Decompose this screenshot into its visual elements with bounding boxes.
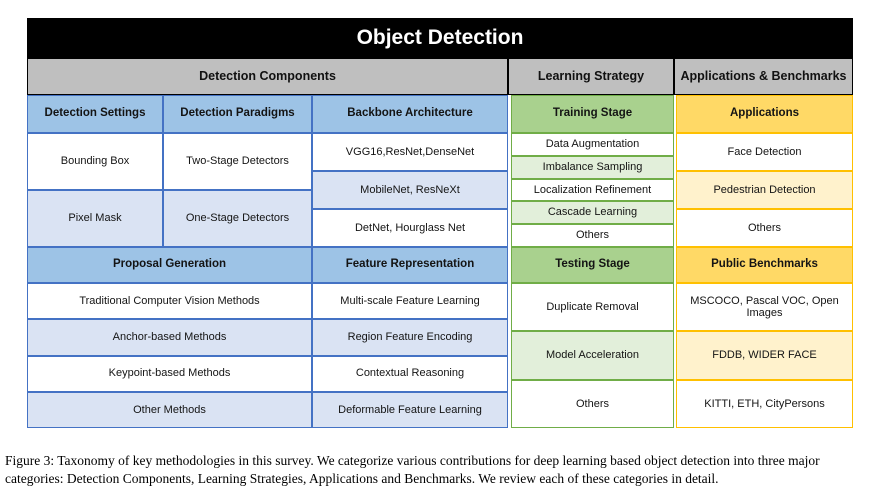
cell-two-stage-detectors: Two-Stage Detectors — [163, 133, 312, 190]
cell-contextual-reasoning: Contextual Reasoning — [312, 355, 508, 392]
header-backbone-architecture: Backbone Architecture — [312, 95, 508, 133]
group-header-detection-components: Detection Components — [27, 58, 508, 95]
cell-detnet-hourglass-net: DetNet, Hourglass Net — [312, 209, 508, 247]
figure-title: Object Detection — [356, 26, 524, 49]
cell-vgg16-resnet-densenet: VGG16,ResNet,DenseNet — [312, 133, 508, 171]
header-proposal-generation: Proposal Generation — [27, 247, 312, 283]
feature-representation-cells: Multi-scale Feature Learning Region Feat… — [312, 283, 508, 428]
cell-region-feature-encoding: Region Feature Encoding — [312, 319, 508, 356]
public-benchmarks-cells: MSCOCO, Pascal VOC, Open Images FDDB, WI… — [676, 283, 853, 428]
cell-anchor-based-methods: Anchor-based Methods — [27, 319, 312, 356]
header-feature-representation: Feature Representation — [312, 247, 508, 283]
taxonomy-figure: Object Detection Detection Components Le… — [27, 18, 853, 428]
column-gap — [674, 95, 676, 428]
column-gap — [508, 95, 511, 428]
cell-cascade-learning: Cascade Learning — [511, 201, 674, 225]
backbone-feature-column: Backbone Architecture VGG16,ResNet,Dense… — [312, 95, 508, 428]
cell-pedestrian-detection: Pedestrian Detection — [676, 171, 853, 209]
training-stage-cells: Data Augmentation Imbalance Sampling Loc… — [511, 133, 674, 247]
learning-strategy-column: Training Stage Data Augmentation Imbalan… — [511, 95, 674, 428]
cell-localization-refinement: Localization Refinement — [511, 178, 674, 202]
cell-traditional-cv-methods: Traditional Computer Vision Methods — [27, 283, 312, 320]
header-public-benchmarks: Public Benchmarks — [676, 247, 853, 283]
cell-applications-others: Others — [676, 209, 853, 247]
taxonomy-body: Detection Settings Detection Paradigms B… — [27, 95, 853, 428]
cell-data-augmentation: Data Augmentation — [511, 133, 674, 156]
header-detection-paradigms: Detection Paradigms — [163, 95, 312, 133]
cell-fddb-wider-face: FDDB, WIDER FACE — [676, 331, 853, 380]
backbone-cells: VGG16,ResNet,DenseNet MobileNet, ResNeXt… — [312, 133, 508, 247]
header-detection-settings: Detection Settings — [27, 95, 163, 133]
applications-cells: Face Detection Pedestrian Detection Othe… — [676, 133, 853, 247]
group-header-row: Detection Components Learning Strategy A… — [27, 58, 853, 95]
figure-caption: Figure 3: Taxonomy of key methodologies … — [5, 453, 820, 487]
proposal-generation-column: Traditional Computer Vision Methods Anch… — [27, 283, 312, 428]
cell-other-methods: Other Methods — [27, 391, 312, 428]
detection-paradigms-column: Two-Stage Detectors One-Stage Detectors — [163, 133, 312, 247]
cell-pixel-mask: Pixel Mask — [27, 190, 163, 247]
detection-settings-column: Bounding Box Pixel Mask — [27, 133, 163, 247]
group-header-applications-benchmarks: Applications & Benchmarks — [674, 58, 853, 95]
cell-mscoco-pascal-openimages: MSCOCO, Pascal VOC, Open Images — [676, 283, 853, 332]
cell-mobilenet-resnext: MobileNet, ResNeXt — [312, 171, 508, 209]
applications-benchmarks-column: Applications Face Detection Pedestrian D… — [676, 95, 853, 428]
left-subheader-row: Detection Settings Detection Paradigms — [27, 95, 312, 133]
cell-multi-scale-feature-learning: Multi-scale Feature Learning — [312, 283, 508, 320]
left-region: Detection Settings Detection Paradigms B… — [27, 95, 312, 428]
cell-deformable-feature-learning: Deformable Feature Learning — [312, 391, 508, 428]
header-training-stage: Training Stage — [511, 95, 674, 133]
cell-training-others: Others — [511, 224, 674, 247]
cell-model-acceleration: Model Acceleration — [511, 331, 674, 380]
cell-kitti-eth-citypersons: KITTI, ETH, CityPersons — [676, 379, 853, 428]
testing-stage-cells: Duplicate Removal Model Acceleration Oth… — [511, 283, 674, 428]
cell-face-detection: Face Detection — [676, 133, 853, 171]
header-applications: Applications — [676, 95, 853, 133]
cell-one-stage-detectors: One-Stage Detectors — [163, 190, 312, 247]
cell-bounding-box: Bounding Box — [27, 133, 163, 190]
left-section1-row: Bounding Box Pixel Mask Two-Stage Detect… — [27, 133, 312, 247]
cell-testing-others: Others — [511, 379, 674, 428]
header-testing-stage: Testing Stage — [511, 247, 674, 283]
cell-imbalance-sampling: Imbalance Sampling — [511, 155, 674, 179]
group-header-learning-strategy: Learning Strategy — [508, 58, 674, 95]
figure-title-bar: Object Detection — [27, 18, 853, 58]
cell-keypoint-based-methods: Keypoint-based Methods — [27, 355, 312, 392]
cell-duplicate-removal: Duplicate Removal — [511, 283, 674, 332]
